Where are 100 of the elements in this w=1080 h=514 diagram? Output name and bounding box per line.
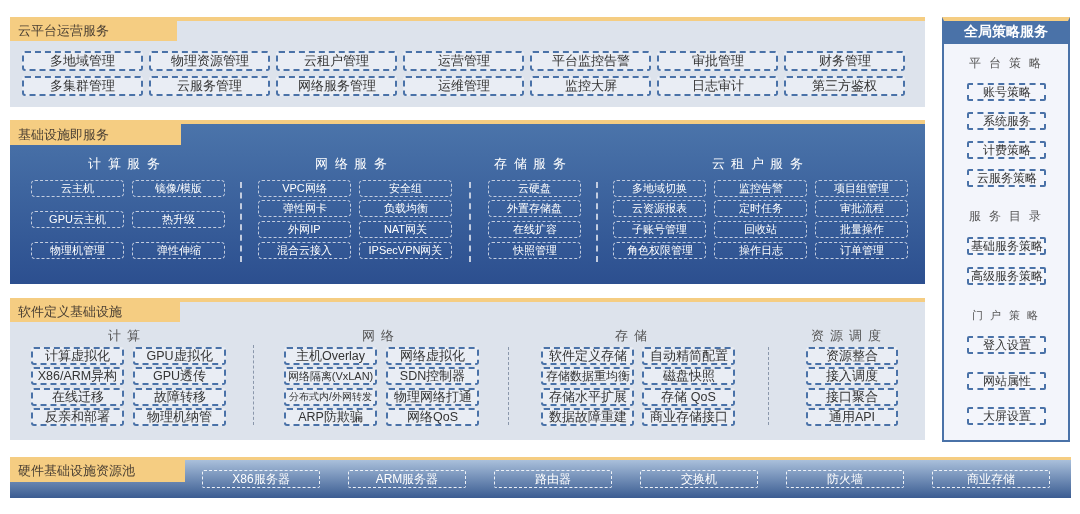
layer-panel — [10, 298, 925, 440]
service-box: GPU透传 — [133, 367, 226, 385]
section-title: 基础设施即服务 — [10, 124, 181, 145]
service-box: 定时任务 — [714, 200, 807, 217]
service-box: GPU虚拟化 — [133, 347, 226, 365]
service-box: 弹性伸缩 — [132, 242, 225, 259]
service-box: 存储水平扩展 — [541, 388, 634, 406]
service-box: 云资源报表 — [613, 200, 706, 217]
service-box: 运维管理 — [403, 76, 524, 96]
section-title: 云平台运营服务 — [10, 21, 177, 41]
service-box: X86服务器 — [202, 470, 320, 488]
service-box: 网络服务管理 — [276, 76, 397, 96]
section-title: 硬件基础设施资源池 — [10, 460, 185, 482]
service-box: 负载均衡 — [359, 200, 452, 217]
layer-panel — [10, 457, 1071, 498]
service-box: 物理网络打通 — [386, 388, 479, 406]
service-box: 存储数据重均衡 — [541, 367, 634, 385]
service-box: 接入调度 — [806, 367, 898, 385]
service-box: 物理资源管理 — [149, 51, 270, 71]
service-box: 接口聚合 — [806, 388, 898, 406]
service-box: ARP防欺骗 — [284, 408, 377, 426]
service-box: 云主机 — [31, 180, 124, 197]
layer-panel — [10, 120, 925, 284]
service-box: 系统服务 — [967, 112, 1046, 130]
service-box: 物理机管理 — [31, 242, 124, 259]
service-box: 反亲和部署 — [31, 408, 124, 426]
service-box: 商业存储 — [932, 470, 1050, 488]
service-box: SDN控制器 — [386, 367, 479, 385]
service-box: 在线迁移 — [31, 388, 124, 406]
service-box: 存储 QoS — [642, 388, 735, 406]
service-box: 故障转移 — [133, 388, 226, 406]
service-box: 安全组 — [359, 180, 452, 197]
service-box: X86/ARM异构 — [31, 367, 124, 385]
service-box: 监控大屏 — [530, 76, 651, 96]
service-box: 角色权限管理 — [613, 242, 706, 259]
service-box: 混合云接入 — [258, 242, 351, 259]
service-box: 物理机纳管 — [133, 408, 226, 426]
service-box: 财务管理 — [784, 51, 905, 71]
group-heading: 资源调度 — [810, 328, 887, 342]
service-box: 网站属性 — [967, 372, 1046, 390]
group-heading: 云租户服务 — [710, 156, 809, 170]
service-box: 监控告警 — [714, 180, 807, 197]
service-box: IPSecVPN网关 — [359, 242, 452, 259]
service-box: 防火墙 — [786, 470, 904, 488]
group-heading: 平台策略 — [968, 57, 1049, 69]
service-box: 网络隔离(VxLAN) — [284, 367, 377, 385]
service-box: 项目组管理 — [815, 180, 908, 197]
layer-panel — [10, 17, 925, 107]
service-box: 主机Overlay — [284, 347, 377, 365]
service-box: 第三方鉴权 — [784, 76, 905, 96]
service-box: 登入设置 — [967, 336, 1046, 354]
service-box: 子账号管理 — [613, 221, 706, 238]
service-box: 数据故障重建 — [541, 408, 634, 426]
service-box: 软件定义存储 — [541, 347, 634, 365]
service-box: 磁盘快照 — [642, 367, 735, 385]
service-box: 云服务管理 — [149, 76, 270, 96]
service-box: 运营管理 — [403, 51, 524, 71]
service-box: 计算虚拟化 — [31, 347, 124, 365]
service-box: 路由器 — [494, 470, 612, 488]
group-heading: 网络服务 — [314, 156, 394, 170]
service-box: 云租户管理 — [276, 51, 397, 71]
group-heading: 服务目录 — [968, 210, 1049, 222]
group-heading: 网络 — [361, 328, 400, 342]
service-box: 镜像/模版 — [132, 180, 225, 197]
service-box: 云硬盘 — [488, 180, 581, 197]
service-box: VPC网络 — [258, 180, 351, 197]
service-box: 多地域管理 — [22, 51, 143, 71]
service-box: 交换机 — [640, 470, 758, 488]
service-box: 多集群管理 — [22, 76, 143, 96]
group-heading: 存储服务 — [493, 156, 573, 170]
service-box: 快照管理 — [488, 242, 581, 259]
service-box: 基础服务策略 — [967, 237, 1046, 255]
service-box: 在线扩容 — [488, 221, 581, 238]
service-box: NAT网关 — [359, 221, 452, 238]
service-box: GPU云主机 — [31, 211, 124, 228]
group-heading: 计算服务 — [87, 156, 167, 170]
service-box: 操作日志 — [714, 242, 807, 259]
service-box: 计费策略 — [967, 141, 1046, 159]
service-box: 高级服务策略 — [967, 267, 1046, 285]
service-box: 账号策略 — [967, 83, 1046, 101]
group-heading: 计算 — [107, 328, 146, 342]
service-box: 外网IP — [258, 221, 351, 238]
service-box: 回收站 — [714, 221, 807, 238]
layer-panel — [942, 17, 1070, 442]
service-box: 多地域切换 — [613, 180, 706, 197]
service-box: 外置存储盘 — [488, 200, 581, 217]
group-heading: 存储 — [614, 328, 653, 342]
service-box: ARM服务器 — [348, 470, 466, 488]
service-box: 订单管理 — [815, 242, 908, 259]
service-box: 大屏设置 — [967, 407, 1046, 425]
service-box: 热升级 — [132, 211, 225, 228]
section-title: 全局策略服务 — [944, 21, 1068, 44]
service-box: 自动精简配置 — [642, 347, 735, 365]
service-box: 网络QoS — [386, 408, 479, 426]
service-box: 批量操作 — [815, 221, 908, 238]
service-box: 平台监控告警 — [530, 51, 651, 71]
service-box: 资源整合 — [806, 347, 898, 365]
service-box: 日志审计 — [657, 76, 778, 96]
service-box: 通用API — [806, 408, 898, 426]
service-box: 审批流程 — [815, 200, 908, 217]
